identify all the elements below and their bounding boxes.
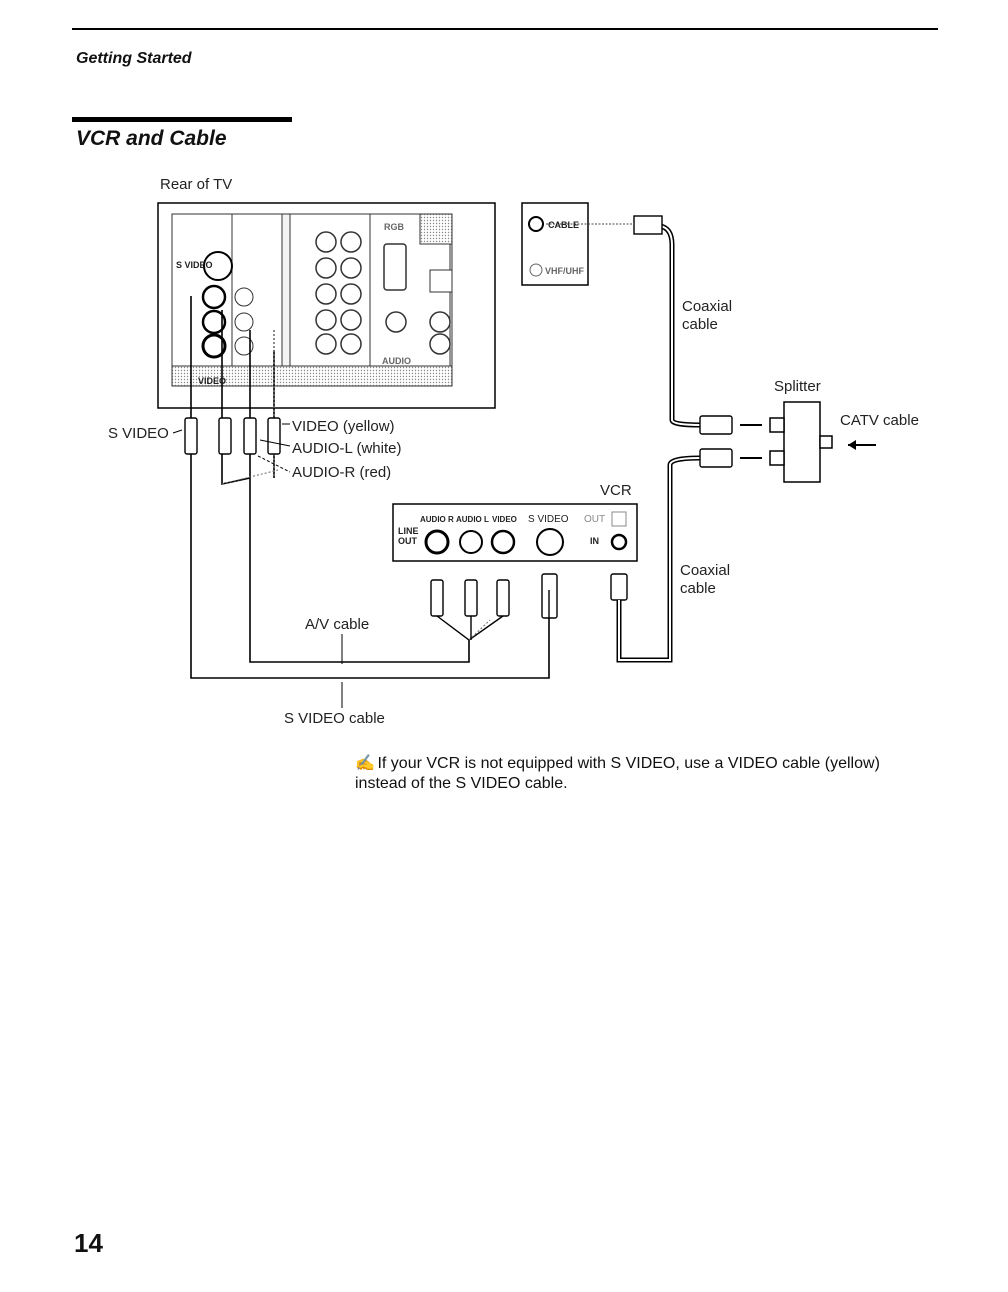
audio-r-red-label: AUDIO-R (red) — [292, 464, 392, 481]
note: ✍ If your VCR is not equipped with S VID… — [355, 754, 935, 794]
vcr-in-label: IN — [590, 536, 599, 546]
catv-cable-label: CATV cable — [840, 412, 919, 429]
tv-vhf-uhf-jack-label: VHF/UHF — [545, 266, 584, 276]
av-cable-label: A/V cable — [305, 616, 370, 633]
tv-svideo-jack-label: S VIDEO — [176, 260, 213, 270]
tv-cable-jack-label: CABLE — [548, 220, 579, 230]
video-yellow-label: VIDEO (yellow) — [292, 418, 395, 435]
vcr-panel — [392, 503, 638, 562]
vcr-audio-l-label: AUDIO L — [456, 515, 489, 524]
vcr-label: VCR — [600, 482, 632, 499]
section-label: Getting Started — [76, 50, 192, 67]
svideo-cable-label: S VIDEO cable — [284, 710, 385, 727]
rear-of-tv-label: Rear of TV — [160, 176, 233, 193]
tv-rear-panel — [157, 202, 496, 409]
vcr-audio-r-label: AUDIO R — [420, 515, 454, 524]
vcr-video-label: VIDEO — [492, 515, 517, 524]
page-number: 14 — [74, 1228, 103, 1258]
tv-video-jack-label: VIDEO — [198, 376, 227, 386]
audio-l-white-label: AUDIO-L (white) — [292, 440, 402, 457]
vcr-out-label: OUT — [584, 514, 606, 525]
tv-antenna-jacks — [521, 202, 589, 286]
pencil-note-icon: ✍ — [355, 755, 375, 772]
tv-rgb-label: RGB — [384, 222, 404, 232]
tv-audio-label: AUDIO — [382, 356, 411, 366]
top-rule — [72, 28, 938, 30]
coaxial-cable-bottom-label: Coaxial cable — [680, 562, 731, 597]
vcr-line-out-label: LINE OUT — [398, 526, 419, 546]
title-rule — [72, 117, 292, 122]
splitter-box — [769, 401, 833, 483]
svideo-label: S VIDEO — [108, 425, 169, 442]
splitter-label: Splitter — [774, 378, 821, 395]
coaxial-cable-top-label: Coaxial cable — [682, 298, 733, 333]
page-title: VCR and Cable — [76, 127, 227, 150]
note-text: If your VCR is not equipped with S VIDEO… — [355, 755, 880, 792]
vcr-svideo-label: S VIDEO — [528, 514, 569, 525]
